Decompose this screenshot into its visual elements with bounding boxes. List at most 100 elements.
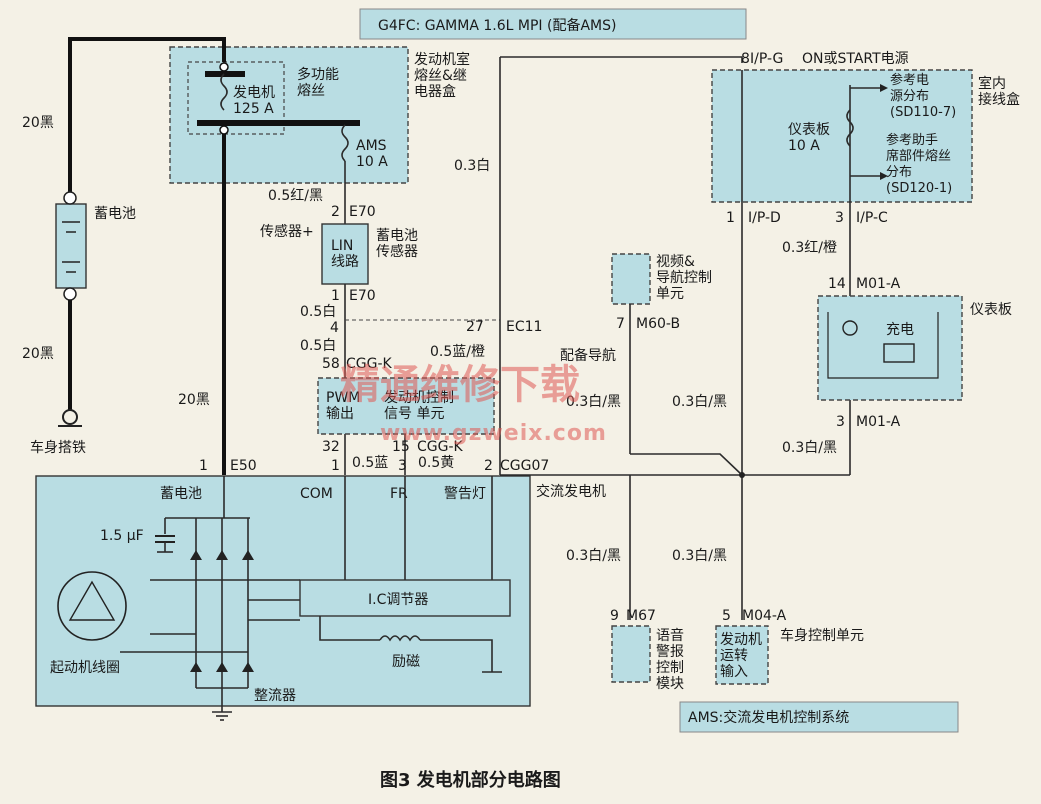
ground-icon (212, 711, 232, 721)
wire-03wb-e: 0.3白/黑 (672, 548, 727, 564)
label-line: 发动机室 (414, 51, 470, 68)
label-line: 分布 (886, 165, 912, 180)
ecu-box (317, 377, 495, 435)
cap-label: 1.5 μF (100, 528, 144, 544)
ef-box-name: 发动机室熔丝&继电器盒 (414, 51, 470, 100)
label-line: 10 A (788, 138, 820, 154)
ams-footer-bar (679, 701, 959, 733)
battery-indicator-icon (883, 343, 915, 363)
conn-ipg: I/P-G (750, 51, 783, 67)
label-line: 多功能 (297, 66, 339, 83)
label-line: 参考助手 (886, 132, 938, 148)
pin-27: 27 (466, 319, 484, 335)
label-line: 接线盒 (978, 91, 1020, 108)
ams-fuse-label: AMS (356, 138, 387, 154)
pin-1-e70: 1 (331, 288, 340, 304)
label-line: (SD120-1) (886, 181, 952, 196)
pin-1-gen: 1 (331, 458, 340, 474)
header-title: G4FC: GAMMA 1.6L MPI (配备AMS) (378, 17, 616, 34)
terminal (63, 287, 77, 301)
ef-box-inner-label: 多功能熔丝 (297, 66, 339, 99)
cluster-label: 仪表板 (970, 302, 1012, 318)
ams-footer: AMS:交流发电机控制系统 (688, 709, 849, 726)
label-line: 视频& (656, 254, 695, 270)
splice-icon (739, 472, 745, 478)
wire-03w: 0.3白 (454, 158, 490, 174)
field-wire (319, 616, 380, 641)
ecu-label: 发动机控制信号 单元 (384, 390, 454, 422)
wire-05w-a: 0.5白 (300, 304, 336, 320)
label-line: PWM (326, 390, 360, 406)
rectifier-label: 整流器 (254, 688, 296, 704)
with-nav-label: 配备导航 (560, 347, 616, 364)
label-line: 熔丝 (297, 83, 325, 99)
rectifier-diodes (190, 518, 254, 712)
bcm-box (715, 625, 769, 685)
pin-4: 4 (330, 320, 339, 336)
pin-1-ipd: 1 (726, 210, 735, 226)
wire-03ro: 0.3红/橙 (782, 240, 837, 256)
conn-m01a-bot: M01-A (856, 414, 901, 430)
ip-g-wire (500, 56, 743, 63)
conn-ipc: I/P-C (856, 210, 888, 226)
pin-1-e50: 1 (199, 458, 208, 474)
wire-05rb: 0.5红/黑 (268, 188, 323, 204)
cluster-box (817, 295, 963, 401)
watermark-url: www.gzweix.com (380, 421, 607, 446)
label-line: 控制 (656, 660, 684, 676)
wire-05bo: 0.5蓝/橙 (430, 344, 485, 360)
label-line: 语音 (656, 627, 684, 644)
stator-winding-icon (68, 580, 116, 621)
wire-05yellow: 0.5黄 (418, 454, 454, 471)
pin-7: 7 (616, 316, 625, 332)
terminal (63, 191, 77, 205)
label-line: (SD110-7) (890, 105, 956, 120)
label-line: 席部件熔丝 (886, 148, 951, 164)
conn-e70-bot: E70 (349, 288, 376, 304)
voice-alarm-label: 语音警报控制模块 (656, 627, 684, 692)
gen-warn-label: 警告灯 (444, 486, 486, 502)
label-line: 仪表板 (788, 122, 830, 138)
ams-fuse-rating: 10 A (356, 154, 388, 170)
battery-label: 蓄电池 (94, 206, 136, 222)
label-line: 发动机 (720, 632, 762, 648)
label-line: 输入 (720, 664, 748, 680)
pin-3-ipc: 3 (835, 210, 844, 226)
pin-14: 14 (828, 276, 846, 292)
cluster-circuit (827, 312, 939, 379)
label-line: 熔丝&继 (414, 68, 467, 84)
conn-m04a: M04-A (742, 608, 787, 624)
conn-ec11: EC11 (506, 319, 542, 335)
conn-cgg07: CGG07 (500, 458, 549, 474)
video-nav-label: 视频&导航控制单元 (656, 254, 712, 302)
pin-9: 9 (610, 608, 619, 624)
power-label: ON或START电源 (802, 51, 909, 67)
wire-03wb-c: 0.3白/黑 (672, 394, 727, 410)
sensor-plus: 传感器+ (260, 223, 314, 240)
bcm-label: 车身控制单元 (780, 627, 864, 644)
charge-label: 充电 (886, 322, 914, 338)
wire-05blue: 0.5蓝 (352, 455, 388, 471)
wire-20black-top: 20黑 (22, 115, 54, 131)
label-line: 室内 (978, 75, 1006, 92)
pin-8: 8 (741, 51, 750, 67)
pin-3-gen: 3 (398, 458, 407, 474)
battery-wire (68, 37, 226, 195)
watermark-cn: 精通维修下载 (340, 362, 580, 408)
engine-fuse-box (169, 46, 409, 184)
ref-power-label: 参考电源分布(SD110-7) (890, 72, 956, 120)
video-nav-box (611, 253, 651, 305)
generator-fuse-rating: 125 A (233, 101, 274, 117)
label-line: 输出 (326, 406, 354, 422)
caption: 图3 发电机部分电路图 (380, 769, 561, 791)
label-line: 传感器 (376, 243, 418, 260)
junction-box (711, 69, 973, 203)
label-line: 参考电 (890, 72, 929, 88)
conn-m67: M67 (626, 608, 656, 624)
gen-battery-label: 蓄电池 (160, 486, 202, 502)
ams-fuse-element (341, 124, 349, 162)
wire-03wb-d: 0.3白/黑 (566, 548, 621, 564)
